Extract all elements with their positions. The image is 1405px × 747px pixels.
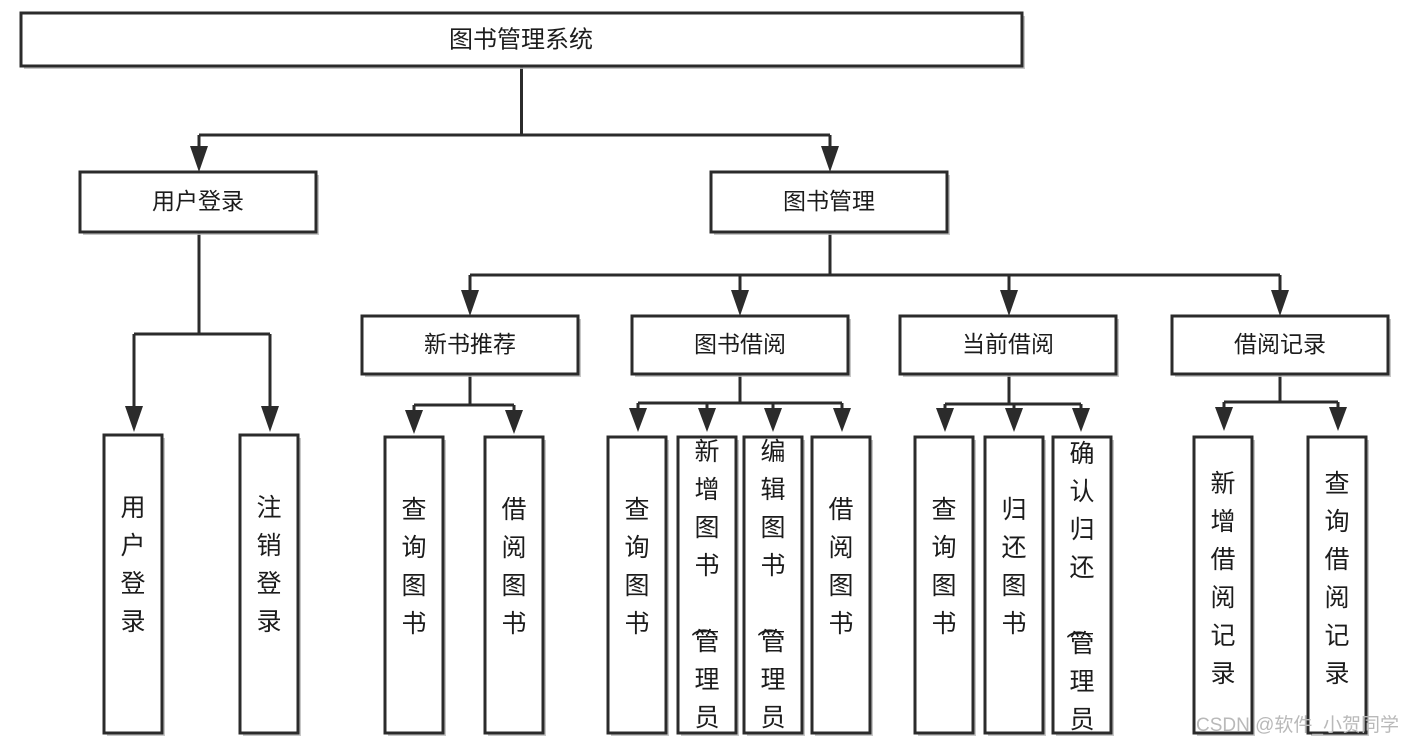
leaf-current-borrow-2-label: 归还图书 bbox=[1001, 496, 1026, 638]
connector-group-root bbox=[190, 66, 839, 172]
arrow-userlogin-leaf-1 bbox=[125, 406, 143, 432]
arrow-current-leaf-2 bbox=[1005, 408, 1023, 432]
arrow-bookmgmt-to-current bbox=[1000, 290, 1018, 316]
connector-group-record bbox=[1215, 374, 1347, 431]
leaf-book-borrow-4[interactable]: 借阅图书 bbox=[810, 435, 873, 736]
node-book-management-box bbox=[709, 170, 949, 234]
connector-group-current bbox=[936, 374, 1090, 432]
arrow-current-leaf-1 bbox=[936, 408, 954, 432]
connector-group-newbook bbox=[405, 374, 523, 434]
arrow-newbook-leaf-2 bbox=[505, 410, 523, 434]
leaf-borrow-record-1[interactable]: 新增借阅记录 bbox=[1192, 435, 1255, 736]
node-borrow-record[interactable]: 借阅记录 bbox=[1170, 314, 1391, 377]
leaf-new-book-1-box bbox=[383, 435, 445, 735]
leaf-borrow-record-2[interactable]: 查询借阅记录 bbox=[1306, 435, 1369, 736]
leaf-book-borrow-3[interactable]: 编辑图书（管理员） bbox=[742, 435, 805, 747]
leaf-book-borrow-4-label: 借阅图书 bbox=[828, 496, 853, 638]
leaf-user-login-1-box bbox=[102, 433, 164, 735]
leaf-book-borrow-2-label: 新增图书（管理员） bbox=[688, 438, 719, 747]
arrow-bookmgmt-to-borrow bbox=[731, 290, 749, 316]
node-new-book-recommend-box bbox=[360, 314, 580, 376]
leaf-current-borrow-1-label: 查询图书 bbox=[931, 496, 956, 638]
leaf-borrow-record-2-label: 查询借阅记录 bbox=[1324, 470, 1349, 688]
arrow-root-to-bookmgmt bbox=[821, 146, 839, 172]
node-user-login-label: 用户登录 bbox=[152, 188, 244, 214]
leaf-user-login-2-box bbox=[238, 433, 300, 735]
watermark-text: CSDN @软件_小贺同学 bbox=[1196, 714, 1399, 736]
leaf-book-borrow-1-box bbox=[606, 435, 668, 735]
leaf-new-book-2-box bbox=[483, 435, 545, 735]
connector-group-userlogin bbox=[125, 233, 279, 432]
node-root-box bbox=[19, 11, 1024, 68]
node-book-management-label: 图书管理 bbox=[783, 188, 875, 214]
arrow-bookmgmt-to-newbook bbox=[461, 290, 479, 316]
node-root-label: 图书管理系统 bbox=[449, 26, 593, 53]
leaf-current-borrow-3-box bbox=[1051, 435, 1113, 735]
leaf-book-borrow-2[interactable]: 新增图书（管理员） bbox=[676, 435, 739, 747]
node-borrow-record-box bbox=[1170, 314, 1390, 376]
leaf-book-borrow-3-box bbox=[742, 435, 804, 735]
connector-group-borrow bbox=[629, 374, 851, 432]
leaf-current-borrow-3[interactable]: 确认归还（管理员） bbox=[1051, 435, 1114, 747]
arrow-current-leaf-3 bbox=[1072, 408, 1090, 432]
leaf-current-borrow-2-box bbox=[983, 435, 1045, 735]
leaf-user-login-1[interactable]: 用户登录 bbox=[102, 433, 165, 736]
leaf-book-borrow-2-box bbox=[676, 435, 738, 735]
arrow-userlogin-leaf-2 bbox=[261, 406, 279, 432]
arrow-root-to-userlogin bbox=[190, 146, 208, 172]
leaf-current-borrow-1[interactable]: 查询图书 bbox=[913, 435, 976, 736]
leaf-book-borrow-1-label: 查询图书 bbox=[624, 496, 649, 638]
leaf-new-book-1[interactable]: 查询图书 bbox=[383, 435, 446, 736]
leaf-new-book-1-label: 查询图书 bbox=[401, 496, 426, 638]
arrow-borrow-leaf-2 bbox=[698, 408, 716, 432]
leaf-new-book-2-label: 借阅图书 bbox=[501, 496, 526, 638]
leaf-new-book-2[interactable]: 借阅图书 bbox=[483, 435, 546, 736]
leaf-book-borrow-4-box bbox=[810, 435, 872, 735]
leaf-current-borrow-2[interactable]: 归还图书 bbox=[983, 435, 1046, 736]
leaf-user-login-2[interactable]: 注销登录 bbox=[238, 433, 301, 736]
leaf-current-borrow-3-label: 确认归还（管理员） bbox=[1063, 440, 1094, 747]
node-book-borrow[interactable]: 图书借阅 bbox=[630, 314, 851, 377]
connector-group-bookmgmt bbox=[461, 232, 1289, 316]
node-user-login-box bbox=[78, 170, 318, 234]
node-current-borrow[interactable]: 当前借阅 bbox=[898, 314, 1119, 377]
leaf-user-login-1-label: 用户登录 bbox=[120, 494, 145, 636]
leaf-borrow-record-1-label: 新增借阅记录 bbox=[1210, 470, 1235, 688]
node-root[interactable]: 图书管理系统 bbox=[19, 11, 1025, 69]
arrow-newbook-leaf-1 bbox=[405, 410, 423, 434]
node-new-book-recommend-label: 新书推荐 bbox=[424, 331, 516, 357]
node-current-borrow-box bbox=[898, 314, 1118, 376]
leaf-book-borrow-3-label: 编辑图书（管理员） bbox=[754, 438, 785, 747]
arrow-bookmgmt-to-record bbox=[1271, 290, 1289, 316]
arrow-borrow-leaf-4 bbox=[833, 408, 851, 432]
node-user-login[interactable]: 用户登录 bbox=[78, 170, 319, 235]
node-book-borrow-box bbox=[630, 314, 850, 376]
arrow-record-leaf-2 bbox=[1329, 407, 1347, 431]
leaf-user-login-2-label: 注销登录 bbox=[256, 494, 281, 636]
node-current-borrow-label: 当前借阅 bbox=[962, 331, 1054, 357]
leaf-borrow-record-2-box bbox=[1306, 435, 1368, 735]
node-borrow-record-label: 借阅记录 bbox=[1234, 331, 1326, 357]
arrow-record-leaf-1 bbox=[1215, 407, 1233, 431]
leaf-current-borrow-1-box bbox=[913, 435, 975, 735]
leaf-book-borrow-1[interactable]: 查询图书 bbox=[606, 435, 669, 736]
arrow-borrow-leaf-3 bbox=[764, 408, 782, 432]
node-new-book-recommend[interactable]: 新书推荐 bbox=[360, 314, 581, 377]
leaf-borrow-record-1-box bbox=[1192, 435, 1254, 735]
node-book-management[interactable]: 图书管理 bbox=[709, 170, 950, 235]
node-book-borrow-label: 图书借阅 bbox=[694, 331, 786, 357]
arrow-borrow-leaf-1 bbox=[629, 408, 647, 432]
